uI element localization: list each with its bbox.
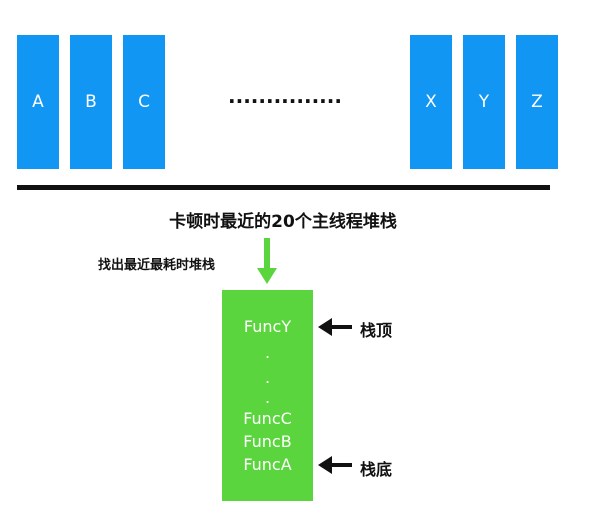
stack-frame: FuncA — [243, 455, 292, 474]
stack-frame: FuncB — [243, 432, 292, 451]
thread-stack-label: C — [138, 92, 150, 112]
down-arrow-icon — [257, 238, 277, 284]
thread-stack-a: A — [17, 35, 59, 169]
thread-stack-x: X — [410, 35, 452, 169]
stack-frame: FuncC — [243, 409, 292, 428]
call-stack-box: FuncY . . . FuncC FuncB FuncA — [222, 290, 313, 501]
left-arrow-icon — [318, 318, 352, 336]
stack-frame: . — [264, 368, 271, 387]
stack-frame: FuncY — [243, 317, 292, 336]
ellipsis-dots: .................. — [228, 84, 344, 108]
diagram-caption: 卡顿时最近的20个主线程堆栈 — [169, 212, 397, 232]
left-arrow-icon — [318, 456, 352, 474]
stack-frame: . — [264, 343, 271, 362]
thread-stack-label: Y — [478, 92, 490, 112]
find-slowest-stack-label: 找出最近最耗时堆栈 — [98, 258, 216, 273]
thread-stack-b: B — [70, 35, 112, 169]
stack-bottom-label: 栈底 — [360, 460, 393, 479]
stack-frame: . — [264, 388, 271, 407]
thread-stack-c: C — [123, 35, 165, 169]
thread-stack-y: Y — [463, 35, 505, 169]
stack-top-label: 栈顶 — [360, 321, 393, 340]
thread-stack-label: A — [32, 92, 44, 112]
thread-stack-label: X — [425, 92, 437, 112]
thread-stack-label: Z — [531, 92, 543, 112]
thread-stack-label: B — [85, 92, 97, 112]
thread-stack-z: Z — [516, 35, 558, 169]
divider-line — [17, 185, 550, 190]
